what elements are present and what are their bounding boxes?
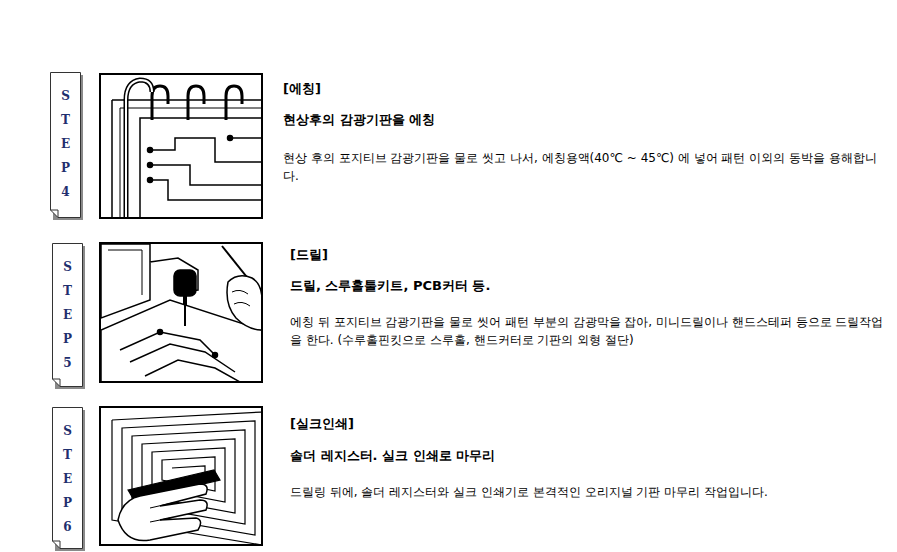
- tab-fold: [51, 210, 59, 218]
- tab-border: [53, 408, 83, 549]
- section-body: 드릴링 뒤에, 솔더 레지스터와 실크 인쇄기로 본격적인 오리지널 기판 마무…: [290, 483, 886, 501]
- tab-border: [53, 244, 83, 387]
- section-body: 현상 후의 포지티브 감광기판을 물로 씻고 나서, 에칭용액(40℃ ~ 45…: [283, 149, 885, 185]
- step-label: STEP 4: [60, 84, 72, 204]
- illustration-frame: [100, 74, 262, 218]
- illustration-frame: [100, 407, 262, 545]
- section-heading: 드릴, 스루홀툴키트, PCB커터 등.: [290, 277, 790, 295]
- drill-illustration: [101, 244, 261, 381]
- illustration-frame: [100, 243, 262, 382]
- tab-fold: [53, 379, 61, 387]
- tab-border: [51, 73, 81, 218]
- section-title: [에칭]: [283, 80, 583, 98]
- step-label: STEP 5: [62, 255, 74, 375]
- silk-print-illustration: [112, 412, 261, 544]
- step-label: STEP 6: [62, 419, 74, 539]
- section-title: [드릴]: [290, 246, 590, 264]
- section-title: [실크인쇄]: [290, 415, 590, 433]
- section-heading: 현상후의 감광기판을 에칭: [283, 111, 783, 129]
- tab-fold: [53, 541, 61, 549]
- section-heading: 솔더 레지스터. 실크 인쇄로 마무리: [290, 447, 790, 465]
- etching-illustration: [112, 80, 261, 217]
- step-tab: STEP 6: [52, 407, 83, 549]
- step-tab: STEP 4: [50, 72, 81, 218]
- step-tab: STEP 5: [52, 243, 83, 387]
- section-body: 에칭 뒤 포지티브 감광기판을 물로 씻어 패턴 부분의 감광막을 잡아, 미니…: [290, 313, 886, 349]
